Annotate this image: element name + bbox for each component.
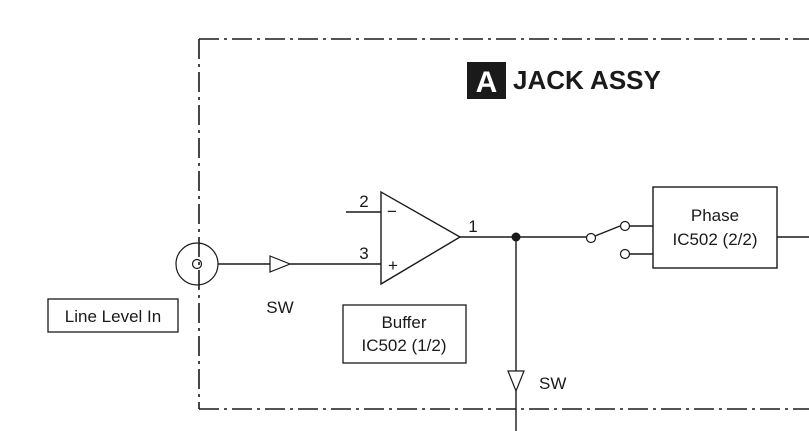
- section-title: JACK ASSY: [513, 65, 661, 95]
- line-input-jack: [175, 242, 270, 286]
- branch-switch-arrow-icon: [507, 370, 525, 393]
- buffer-ic: IC502 (1/2): [361, 336, 446, 355]
- noninverting-sign: +: [388, 256, 398, 275]
- buffer-name: Buffer: [381, 313, 426, 332]
- line-level-in-box: [47, 298, 179, 333]
- buffer-opamp: 2 3 − + 1: [346, 190, 478, 286]
- inverting-sign: −: [387, 202, 397, 221]
- section-badge-letter: A: [476, 66, 498, 99]
- pin-2-label: 2: [359, 192, 368, 211]
- phase-block: [652, 186, 778, 269]
- input-switch-label: SW: [266, 298, 293, 317]
- line-level-in-label: Line Level In: [65, 307, 161, 326]
- phase-ic: IC502 (2/2): [672, 230, 757, 249]
- selector-switch: [585, 220, 653, 260]
- section-badge: [467, 62, 506, 99]
- section-heading: A JACK ASSY: [467, 62, 661, 99]
- input-switch-arrow-icon: [269, 255, 292, 273]
- buffer-label-box: [342, 304, 467, 364]
- branch-switch-label: SW: [539, 374, 566, 393]
- pin-1-label: 1: [468, 217, 477, 236]
- pin-3-label: 3: [359, 244, 368, 263]
- opamp-triangle-icon: [380, 190, 462, 286]
- jack-assy-boundary: [198, 38, 809, 410]
- phase-name: Phase: [691, 206, 739, 225]
